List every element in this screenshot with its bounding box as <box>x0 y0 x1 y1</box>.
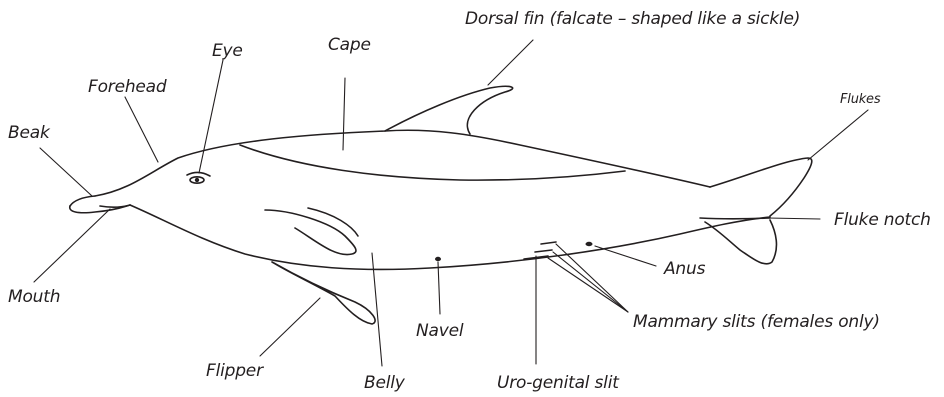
mammary-slit-2 <box>535 250 552 252</box>
dolphin-illustration <box>70 86 812 324</box>
label-beak: Beak <box>8 123 51 143</box>
label-mouth: Mouth <box>8 287 60 307</box>
pectoral-flipper-near <box>265 210 356 255</box>
leader-dorsal-fin <box>488 40 533 85</box>
label-cape: Cape <box>328 35 371 55</box>
label-eye: Eye <box>212 41 243 61</box>
label-uro-genital-slit: Uro-genital slit <box>497 373 620 393</box>
label-flipper: Flipper <box>206 361 264 381</box>
leader-flipper <box>260 298 320 356</box>
leader-mouth <box>34 209 110 282</box>
leader-navel <box>438 262 440 314</box>
label-dorsal-fin: Dorsal fin (falcate – shaped like a sick… <box>465 9 800 29</box>
anus-icon <box>586 242 593 246</box>
leader-anus <box>595 246 656 266</box>
cape-line <box>240 145 625 180</box>
leader-mammary-2 <box>553 252 628 312</box>
leader-flukes <box>808 110 868 160</box>
label-forehead: Forehead <box>88 77 167 97</box>
mouth-line <box>100 205 130 207</box>
labels: Dorsal fin (falcate – shaped like a sick… <box>8 9 931 393</box>
leader-beak <box>40 148 92 196</box>
dorsal-fin-outline <box>385 86 513 134</box>
leader-forehead <box>125 97 158 162</box>
label-fluke-notch: Fluke notch <box>834 210 931 230</box>
pectoral-flipper-near-inner <box>308 208 358 236</box>
mammary-slit-1 <box>541 242 556 244</box>
eye-pupil-icon <box>195 178 199 182</box>
label-navel: Navel <box>416 321 464 341</box>
leader-eye <box>199 60 223 173</box>
label-belly: Belly <box>364 373 406 393</box>
dolphin-back-outline <box>95 130 710 196</box>
tail-lower-outline <box>700 218 770 219</box>
pectoral-flipper-far <box>272 262 375 324</box>
leader-mammary-1 <box>556 244 628 312</box>
leader-fluke-notch <box>768 218 820 219</box>
label-mammary-slits: Mammary slits (females only) <box>633 312 880 332</box>
upper-fluke-outline <box>710 158 812 216</box>
leader-cape <box>343 78 345 150</box>
navel-icon <box>435 257 441 261</box>
beak-upper-outline <box>70 196 95 206</box>
label-flukes: Flukes <box>840 92 881 107</box>
label-anus: Anus <box>663 259 706 279</box>
leader-mammary-3 <box>548 258 628 312</box>
